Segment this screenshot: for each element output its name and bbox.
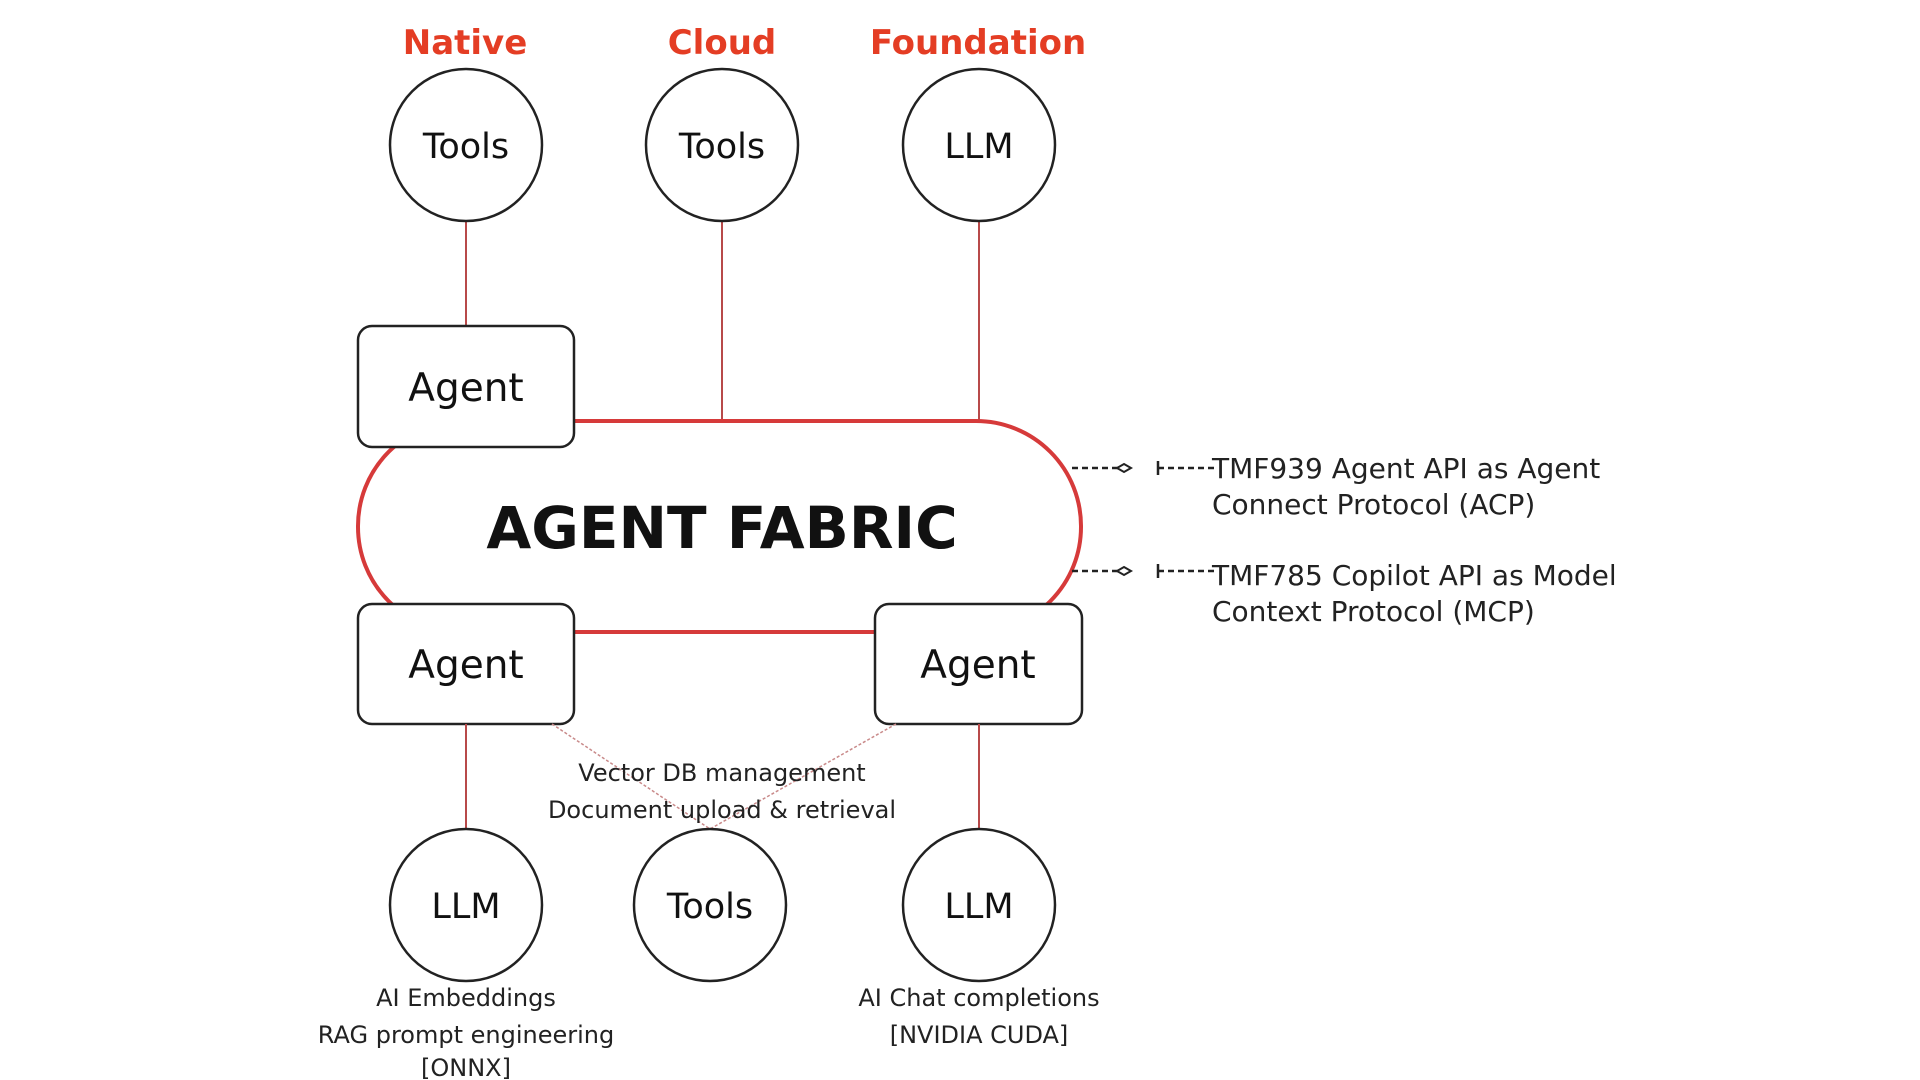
- document-upload-caption: Document upload & retrieval: [548, 796, 896, 824]
- cloud-tools-label: Tools: [678, 127, 765, 167]
- right-llm-label: LLM: [944, 887, 1013, 927]
- cloud-tools-node: Tools: [644, 67, 800, 223]
- mcp-label-line1: TMF785 Copilot API as Model: [1211, 559, 1617, 592]
- connector-left-agent-tools: [551, 723, 711, 830]
- right-llm-caption-line1: AI Chat completions: [858, 984, 1099, 1012]
- foundation-llm-label: LLM: [944, 127, 1013, 167]
- native-tools-label: Tools: [422, 127, 509, 167]
- agent-bottom-left-label: Agent: [408, 643, 523, 688]
- agent-bottom-right-label: Agent: [920, 643, 1035, 688]
- left-llm-caption-line1: AI Embeddings: [376, 984, 556, 1012]
- foundation-llm-node: LLM: [901, 67, 1057, 223]
- agent-top-left-label: Agent: [408, 366, 523, 411]
- header-foundation: Foundation: [870, 23, 1086, 63]
- acp-label-line1: TMF939 Agent API as Agent: [1211, 452, 1600, 485]
- right-llm-caption-line2: [NVIDIA CUDA]: [890, 1021, 1069, 1049]
- left-llm-caption-line3: [ONNX]: [421, 1054, 511, 1080]
- mcp-connector: [1072, 564, 1214, 578]
- agent-bottom-left: Agent: [356, 602, 576, 726]
- native-tools-node: Tools: [388, 67, 544, 223]
- header-native: Native: [403, 23, 528, 63]
- vector-db-caption: Vector DB management: [578, 759, 865, 787]
- left-llm-node: LLM: [388, 827, 544, 983]
- agent-bottom-right: Agent: [873, 602, 1084, 726]
- acp-label-line2: Connect Protocol (ACP): [1212, 488, 1535, 521]
- connector-right-agent-tools: [709, 723, 897, 830]
- center-tools-node: Tools: [632, 827, 788, 983]
- header-cloud: Cloud: [668, 23, 777, 63]
- agent-top-left: Agent: [356, 324, 576, 449]
- right-llm-node: LLM: [901, 827, 1057, 983]
- mcp-label-line2: Context Protocol (MCP): [1212, 595, 1535, 628]
- left-llm-label: LLM: [431, 887, 500, 927]
- center-tools-label: Tools: [666, 887, 753, 927]
- left-llm-caption-line2: RAG prompt engineering: [318, 1021, 614, 1049]
- agent-fabric-title: AGENT FABRIC: [486, 494, 957, 562]
- acp-connector: [1072, 461, 1214, 475]
